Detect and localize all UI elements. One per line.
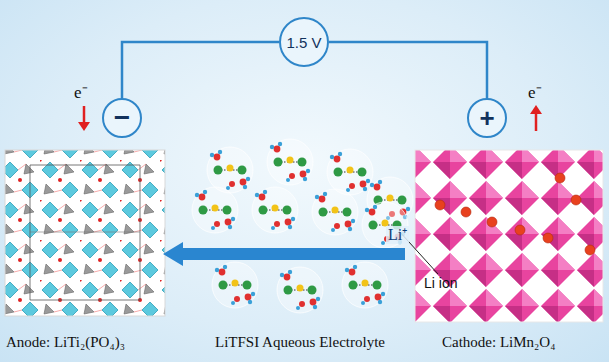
electron-label: e⁻	[528, 84, 542, 103]
positive-terminal: +	[467, 98, 507, 138]
cathode-label: Cathode: LiMn₂O₄	[442, 334, 555, 351]
wire	[122, 42, 279, 98]
negative-terminal: −	[102, 98, 142, 138]
ion-label: Li⁺	[386, 226, 409, 244]
electron-label: e⁻	[74, 84, 88, 103]
anode-label: Anode: LiTi₂(PO₄)₃	[6, 334, 125, 351]
node-text: −	[114, 104, 130, 132]
wire	[329, 42, 487, 98]
voltage-circle: 1.5 V	[279, 17, 329, 67]
callout-label: Li ion	[424, 276, 457, 291]
node-text: +	[479, 105, 494, 131]
electrolyte-label: LiTFSI Aqueous Electrolyte	[215, 334, 385, 351]
node-text: 1.5 V	[286, 35, 321, 50]
